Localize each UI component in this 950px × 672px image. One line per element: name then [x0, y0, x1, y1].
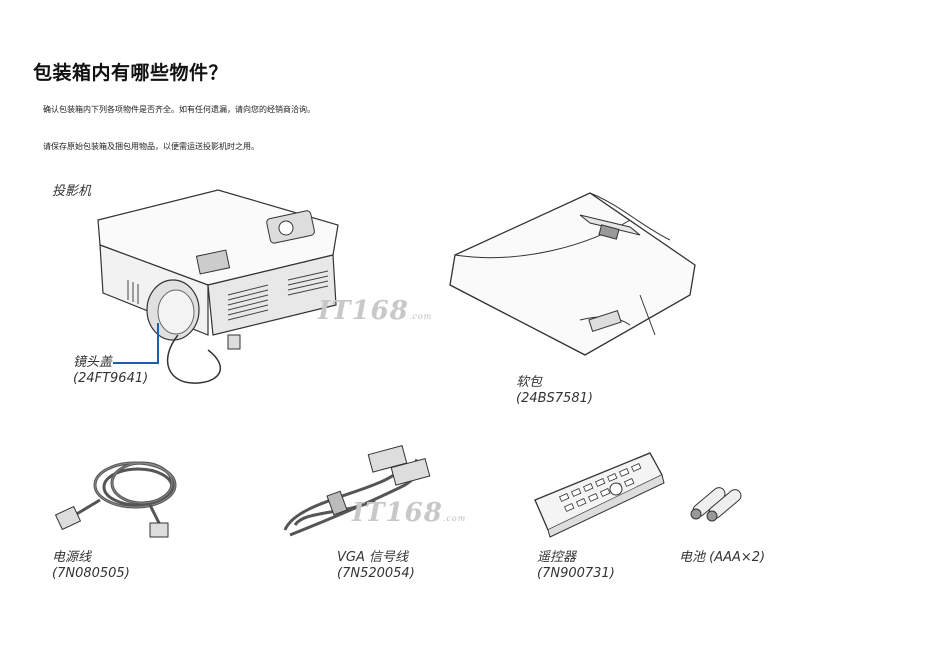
power-cord-illustration — [50, 445, 190, 540]
remote-control-part-number: (7N900731) — [537, 566, 615, 581]
watermark-text: IT168 — [352, 498, 443, 528]
watermark-suffix: .com — [442, 514, 467, 523]
projector-label: 投影机 — [52, 184, 92, 199]
vga-cable-illustration — [275, 445, 445, 545]
soft-case-part-number: (24BS7581) — [516, 391, 593, 406]
soft-case-name: 软包 — [516, 375, 543, 390]
lens-cap-label: 镜头盖 (24FT9641) — [73, 355, 148, 387]
power-cord-name: 电源线 — [52, 550, 92, 565]
watermark-1: IT168.com — [318, 296, 432, 326]
vga-cable-name: VGA 信号线 — [337, 550, 408, 565]
batteries-label: 电池 (AAA×2) — [679, 550, 766, 565]
soft-case-illustration — [440, 185, 720, 365]
power-cord-part-number: (7N080505) — [52, 566, 130, 581]
remote-control-label: 遥控器 (7N900731) — [537, 550, 615, 582]
watermark-text: IT168 — [318, 296, 409, 326]
intro-paragraph-1: 确认包装箱内下列各项物件是否齐全。如有任何遗漏，请向您的经销商洽询。 — [43, 105, 315, 114]
power-cord-label: 电源线 (7N080505) — [52, 550, 130, 582]
remote-control-name: 遥控器 — [537, 550, 577, 565]
page-title: 包装箱内有哪些物件？ — [33, 62, 229, 84]
soft-case-label: 软包 (24BS7581) — [516, 375, 593, 407]
batteries-illustration — [684, 478, 756, 528]
lens-cap-name: 镜头盖 — [73, 355, 113, 370]
lens-cap-part-number: (24FT9641) — [73, 371, 149, 386]
projector-illustration — [88, 185, 348, 395]
vga-cable-part-number: (7N520054) — [337, 566, 415, 581]
lens-cap-callout-line — [113, 323, 159, 364]
intro-paragraph-2: 请保存原始包装箱及捆包用物品，以便需运送投影机时之用。 — [43, 142, 259, 151]
watermark-2: IT168.com — [352, 498, 466, 528]
watermark-suffix: .com — [408, 312, 433, 321]
remote-control-illustration — [530, 445, 670, 540]
vga-cable-label: VGA 信号线 (7N520054) — [337, 550, 415, 582]
